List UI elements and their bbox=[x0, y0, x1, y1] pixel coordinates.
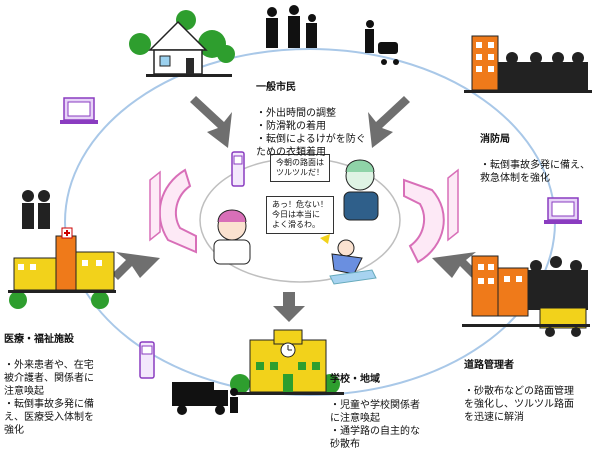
gray-arrow-left bbox=[112, 252, 160, 280]
hospital-illustration bbox=[8, 190, 116, 309]
school-title: 学校・地域 bbox=[330, 374, 380, 385]
fire-lines: ・転倒事故多発に備え、 救急体制を強化 bbox=[480, 160, 590, 184]
phone-icon-center bbox=[231, 151, 245, 187]
truck-silhouette bbox=[172, 382, 238, 415]
road-lines: ・砂散布などの路面管理 を強化し、ツルツル路面 を迅速に解消 bbox=[464, 386, 574, 423]
speech-bubble-bottom: あっ！危ない！ 今日は本当に よく滑るわ。 bbox=[266, 196, 334, 234]
citizens-silhouettes bbox=[266, 5, 399, 65]
road-title: 道路管理者 bbox=[464, 360, 514, 371]
school-block: 学校・地域 ・児童や学校関係者 に注意喚起 ・通学路の自主的な 砂散布 bbox=[330, 360, 420, 464]
pc-icon-top-left bbox=[60, 97, 98, 124]
woman-illustration bbox=[213, 209, 251, 265]
pink-curve-arrow-right bbox=[403, 178, 445, 264]
medical-block: 医療・福祉施設 ・外来患者や、在宅 被介護者、関係者に 注意喚起 ・転倒事故多発… bbox=[4, 320, 94, 450]
fire-title: 消防局 bbox=[480, 134, 510, 145]
pink-curve-arrow-left bbox=[158, 168, 197, 254]
gray-arrow-up-left bbox=[190, 96, 232, 148]
diagram-canvas bbox=[8, 5, 592, 415]
gray-arrow-right bbox=[432, 252, 480, 280]
slipping-person-illustration bbox=[320, 234, 377, 285]
gray-arrow-down bbox=[273, 292, 305, 322]
school-lines: ・児童や学校関係者 に注意喚起 ・通学路の自主的な 砂散布 bbox=[330, 400, 420, 450]
road-block: 道路管理者 ・砂散布などの路面管理 を強化し、ツルツル路面 を迅速に解消 bbox=[464, 346, 574, 437]
house-illustration bbox=[129, 10, 235, 77]
gray-arrow-up-right bbox=[368, 96, 410, 148]
phone-icon-bottom-left bbox=[139, 341, 155, 379]
citizens-lines: ・外出時間の調整 ・防滑靴の着用 ・転倒によるけがを防ぐ ための衣類着用 bbox=[256, 108, 366, 158]
speech-bubble-top: 今朝の路面は ツルツルだ！ bbox=[270, 154, 330, 182]
citizens-title: 一般市民 bbox=[256, 82, 296, 93]
school-illustration bbox=[230, 329, 344, 395]
fire-station-illustration bbox=[464, 35, 592, 93]
man-illustration bbox=[343, 159, 379, 221]
road-management-illustration bbox=[462, 255, 590, 337]
medical-title: 医療・福祉施設 bbox=[4, 334, 74, 345]
pink-side-right bbox=[447, 168, 459, 242]
pc-icon-right bbox=[544, 197, 582, 224]
pink-side-left bbox=[149, 170, 161, 242]
medical-lines: ・外来患者や、在宅 被介護者、関係者に 注意喚起 ・転倒事故多発に備 え、医療受… bbox=[4, 360, 94, 436]
citizens-block: 一般市民 ・外出時間の調整 ・防滑靴の着用 ・転倒によるけがを防ぐ ための衣類着… bbox=[256, 68, 366, 172]
fire-block: 消防局 ・転倒事故多発に備え、 救急体制を強化 bbox=[480, 120, 590, 198]
